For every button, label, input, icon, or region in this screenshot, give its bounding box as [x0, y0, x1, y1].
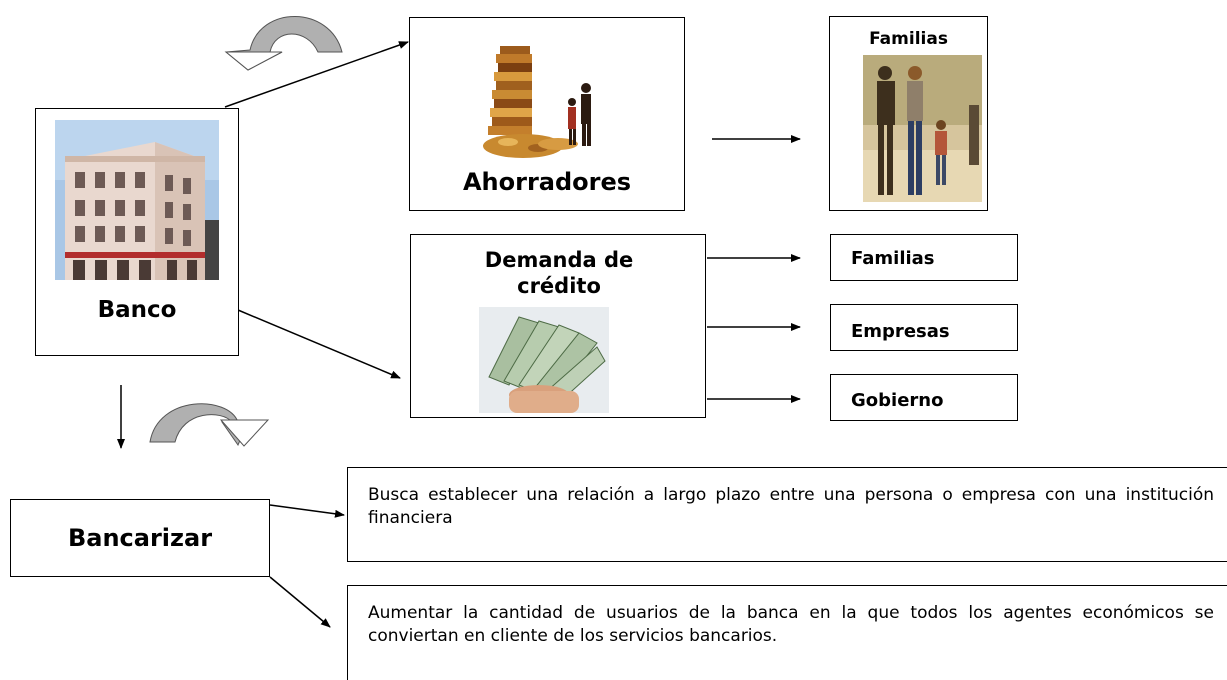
coins-savers-image [478, 36, 616, 164]
arrow-banco-to-demanda [237, 309, 401, 379]
credit-target-empresas-label: Empresas [851, 321, 950, 342]
ahorradores-label: Ahorradores [462, 168, 632, 196]
description-text-1: Busca establecer una relación a largo pl… [368, 485, 1214, 528]
arrow-bancarizar-to-desc1 [269, 504, 345, 518]
description-text-2: Aumentar la cantidad de usuarios de la b… [368, 603, 1214, 646]
bancarizar-label: Bancarizar [67, 524, 213, 552]
family-walking-image [863, 55, 982, 202]
credit-target-gobierno-label: Gobierno [851, 390, 944, 411]
money-bills-image [479, 307, 609, 413]
bancarizar-box: Bancarizar [10, 499, 270, 577]
ahorradores-box: Ahorradores [409, 17, 685, 211]
credit-target-familias: Familias [830, 234, 1018, 281]
familias-photo-box: Familias [829, 16, 988, 211]
demanda-credito-label: Demanda de crédito [484, 248, 634, 298]
curved-arrow-right-icon [149, 403, 270, 447]
description-box-1: Busca establecer una relación a largo pl… [347, 467, 1227, 562]
bank-building-image [55, 120, 219, 280]
arrow-banco-to-ahorradores [224, 41, 409, 108]
credit-target-empresas: Empresas [830, 304, 1018, 351]
curved-arrow-left-icon [224, 16, 343, 71]
arrow-bancarizar-to-desc2 [269, 576, 331, 628]
credit-target-gobierno: Gobierno [830, 374, 1018, 421]
demanda-credito-box: Demanda de crédito [410, 234, 706, 418]
credit-target-familias-label: Familias [851, 248, 935, 269]
banco-label: Banco [97, 297, 177, 323]
banco-box: Banco [35, 108, 239, 356]
familias-photo-label: Familias [869, 29, 948, 49]
description-box-2: Aumentar la cantidad de usuarios de la b… [347, 585, 1227, 680]
